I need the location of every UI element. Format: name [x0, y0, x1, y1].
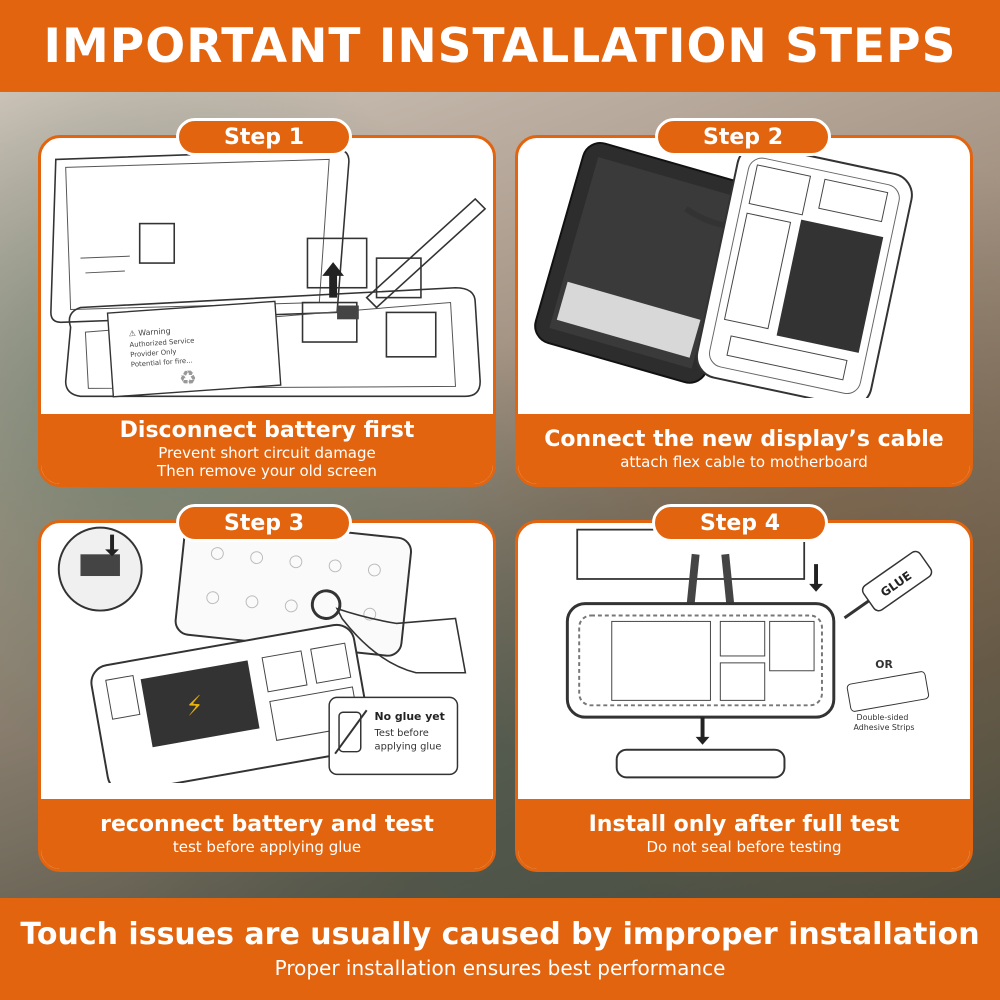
- step-2-caption: Connect the new display’s cable attach f…: [518, 414, 970, 484]
- step-3-caption: reconnect battery and test test before a…: [41, 799, 493, 869]
- step-3-subtitle: test before applying glue: [172, 838, 362, 856]
- step-3-badge: Step 3: [176, 504, 352, 542]
- arrow-down-icon: [809, 564, 823, 592]
- step-4-card: GLUE OR Double-sided Adhesive Strips Ins…: [515, 520, 973, 872]
- svg-text:⚠ Warning: ⚠ Warning: [128, 326, 170, 338]
- step-2-badge: Step 2: [655, 118, 831, 156]
- step-2-title: Connect the new display’s cable: [544, 427, 944, 452]
- no-glue-line-1: Test before: [374, 728, 429, 739]
- or-label: OR: [875, 658, 893, 671]
- svg-text:Provider Only: Provider Only: [130, 348, 177, 359]
- step-1-illustration: ⚠ Warning Authorized Service Provider On…: [50, 148, 487, 398]
- step-4-illustration: GLUE OR Double-sided Adhesive Strips: [565, 528, 933, 779]
- step-1-title: Disconnect battery first: [119, 418, 415, 443]
- step-1-card: ⚠ Warning Authorized Service Provider On…: [38, 135, 496, 487]
- strips-label-2: Adhesive Strips: [854, 723, 915, 732]
- footer-subtitle: Proper installation ensures best perform…: [274, 956, 726, 980]
- step-2-card: Connect the new display’s cable attach f…: [515, 135, 973, 487]
- step-4-caption: Install only after full test Do not seal…: [518, 799, 970, 869]
- step-1-badge: Step 1: [176, 118, 352, 156]
- footer-banner: Touch issues are usually caused by impro…: [0, 898, 1000, 1000]
- arrow-down-icon: [695, 717, 710, 745]
- arrow-down-icon: [105, 534, 119, 557]
- step-3-illustration: ⚡ No glue yet Test before applying glue: [57, 523, 467, 783]
- no-glue-line-2: applying glue: [375, 742, 442, 753]
- arrow-up-icon: [322, 262, 344, 298]
- footer-title: Touch issues are usually caused by impro…: [20, 917, 980, 952]
- step-1-subtitle-2: Then remove your old screen: [157, 462, 377, 480]
- step-1-caption: Disconnect battery first Prevent short c…: [41, 414, 493, 484]
- battery-charging-icon: ⚡: [183, 690, 206, 723]
- step-3-card: ⚡ No glue yet Test before applying glue …: [38, 520, 496, 872]
- step-4-subtitle: Do not seal before testing: [646, 838, 842, 856]
- step-4-badge: Step 4: [652, 504, 828, 542]
- strips-label-1: Double-sided: [857, 713, 909, 722]
- page-title: IMPORTANT INSTALLATION STEPS: [43, 18, 957, 74]
- no-glue-icon: [338, 711, 362, 753]
- step-2-subtitle: attach flex cable to motherboard: [620, 453, 868, 471]
- step-4-title: Install only after full test: [588, 812, 900, 837]
- no-glue-title: No glue yet: [375, 710, 445, 723]
- recycle-icon: ♻: [179, 366, 197, 389]
- step-3-title: reconnect battery and test: [100, 812, 434, 837]
- step-1-subtitle-1: Prevent short circuit damage: [158, 444, 376, 462]
- step-2-illustration: [534, 142, 913, 398]
- header-banner: IMPORTANT INSTALLATION STEPS: [0, 0, 1000, 92]
